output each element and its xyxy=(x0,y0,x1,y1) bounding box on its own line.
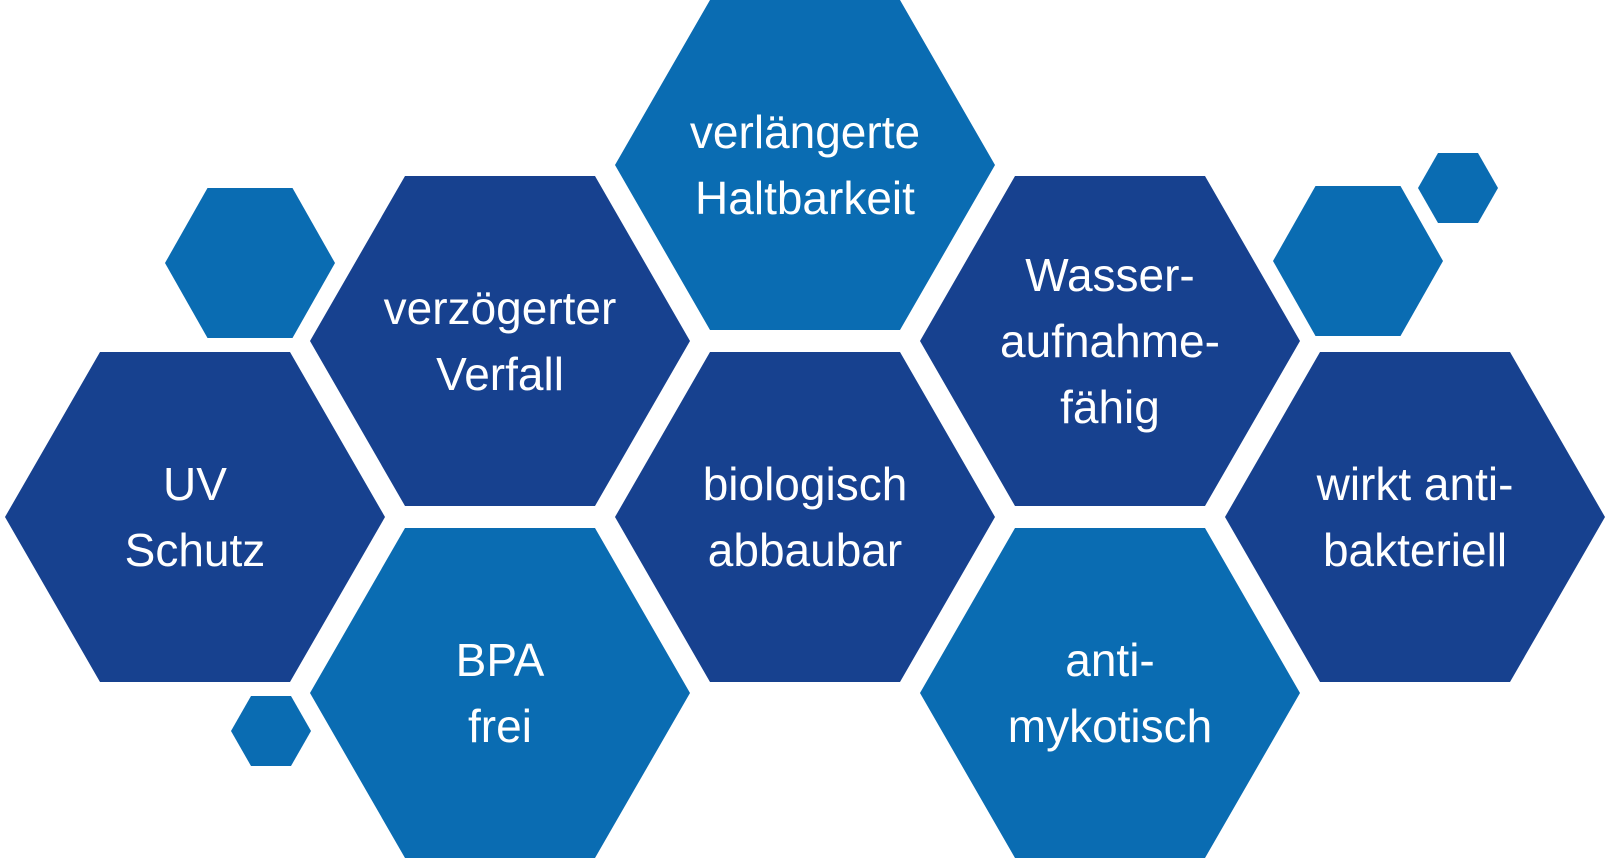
label-line: UV xyxy=(163,458,227,510)
hexagon-anti-mykotisch-label: anti- mykotisch xyxy=(1008,627,1212,759)
hexagon-wasseraufnahmefaehig-label: Wasser- aufnahme- fähig xyxy=(1000,242,1220,440)
hexagon-biologisch-abbaubar-label: biologisch abbaubar xyxy=(703,451,908,583)
hexagon-verzoegerter-verfall: verzögerter Verfall xyxy=(310,176,690,506)
label-line: anti- xyxy=(1065,634,1155,686)
deco-hexagon-right-small xyxy=(1418,153,1498,223)
label-line: Verfall xyxy=(436,348,564,400)
hexagon-uv-schutz: UV Schutz xyxy=(5,352,385,682)
hexagon-verlaengerte-haltbarkeit-label: verlängerte Haltbarkeit xyxy=(690,99,920,231)
label-line: wirkt anti- xyxy=(1316,458,1514,510)
hexagon-anti-mykotisch: anti- mykotisch xyxy=(920,528,1300,858)
label-line: bakteriell xyxy=(1322,524,1508,576)
label-line: Schutz xyxy=(124,524,266,576)
hexagon-wasseraufnahmefaehig: Wasser- aufnahme- fähig xyxy=(920,176,1300,506)
label-line: mykotisch xyxy=(1007,700,1213,752)
label-line: verzögerter xyxy=(383,282,617,334)
hexagon-wirkt-antibakteriell: wirkt anti- bakteriell xyxy=(1225,352,1605,682)
deco-hexagon-bottom-left xyxy=(231,696,311,766)
deco-hexagon-top-left xyxy=(165,188,335,338)
label-line: BPA xyxy=(455,634,545,686)
label-line: abbaubar xyxy=(707,524,903,576)
hexagon-verzoegerter-verfall-label: verzögerter Verfall xyxy=(384,275,617,407)
label-line: Wasser- xyxy=(1025,249,1195,301)
hexagon-wirkt-antibakteriell-label: wirkt anti- bakteriell xyxy=(1317,451,1514,583)
label-line: frei xyxy=(468,700,532,752)
label-line: Haltbarkeit xyxy=(695,172,915,224)
hexagon-biologisch-abbaubar: biologisch abbaubar xyxy=(615,352,995,682)
hexagon-uv-schutz-label: UV Schutz xyxy=(125,451,266,583)
label-line: fähig xyxy=(1060,381,1160,433)
label-line: biologisch xyxy=(702,458,908,510)
label-line: aufnahme- xyxy=(1000,315,1220,367)
label-line: verlängerte xyxy=(689,106,921,158)
hexagon-verlaengerte-haltbarkeit: verlängerte Haltbarkeit xyxy=(615,0,995,330)
hexagon-bpa-frei-label: BPA frei xyxy=(456,627,545,759)
deco-hexagon-right-medium xyxy=(1273,186,1443,336)
hexagon-bpa-frei: BPA frei xyxy=(310,528,690,858)
